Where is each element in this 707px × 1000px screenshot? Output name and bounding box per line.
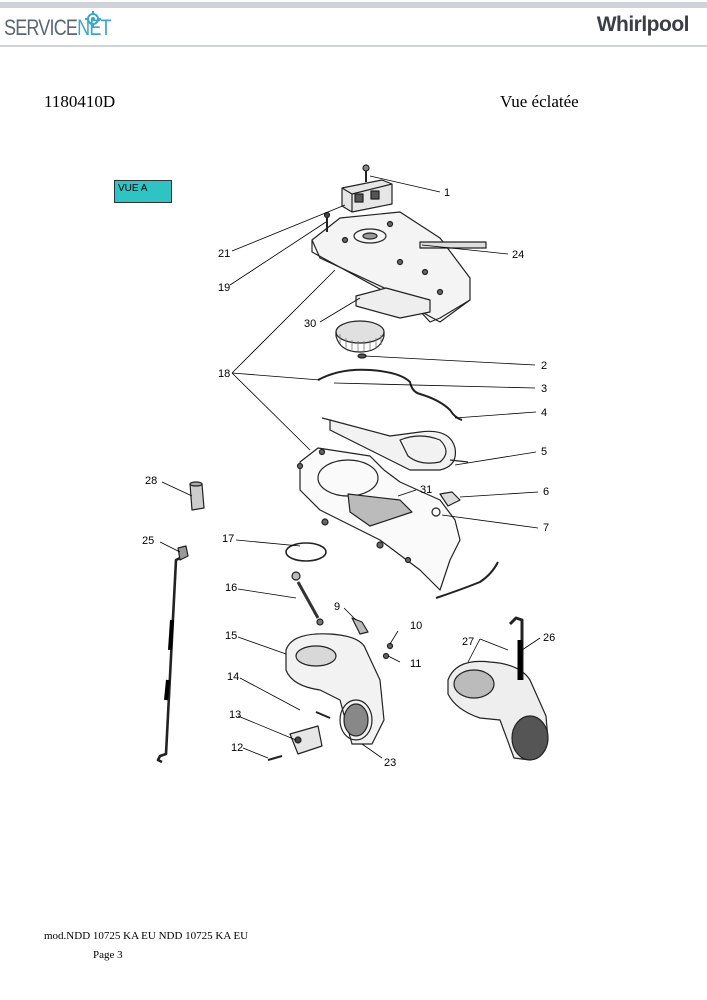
whirlpool-logo: Whirlpool: [596, 13, 690, 36]
footer-page-number: Page 3: [93, 949, 123, 961]
callout-10: 10: [410, 620, 422, 632]
callout-13: 13: [229, 709, 241, 721]
callout-18: 18: [218, 368, 230, 380]
document-title: Vue éclatée: [500, 92, 579, 111]
callout-6: 6: [543, 486, 549, 498]
callout-9: 9: [334, 601, 340, 613]
part-gasket-cord: [317, 368, 463, 421]
callout-14: 14: [227, 671, 239, 683]
callout-17: 17: [222, 533, 234, 545]
part-fan-wheel: [335, 320, 385, 359]
part-drain-rod-25: [156, 545, 189, 764]
gear-icon: [85, 11, 101, 27]
callout-26: 26: [543, 632, 555, 644]
callout-4: 4: [541, 407, 547, 419]
header-bottom-rule: [0, 45, 707, 47]
callout-2: 2: [541, 360, 547, 372]
callout-28: 28: [145, 475, 157, 487]
part-ring-17: [285, 542, 327, 562]
part-nut-11: [382, 652, 390, 660]
header-top-rule: [0, 2, 707, 8]
part-block-30: [355, 287, 431, 319]
callout-27: 27: [462, 636, 474, 648]
callout-24: 24: [512, 249, 524, 261]
callout-7: 7: [543, 522, 549, 534]
part-screw-10: [386, 642, 394, 650]
callout-11: 11: [410, 658, 421, 670]
part-axle-14: [315, 711, 331, 719]
part-clip-9: [351, 617, 369, 635]
header-bar: SERVICENET Whirlpool: [0, 0, 707, 48]
callout-5: 5: [541, 446, 547, 458]
part-bracket: [341, 164, 393, 213]
callout-25: 25: [142, 535, 154, 547]
part-heating-element: [321, 417, 469, 471]
part-rod-24: [419, 241, 487, 249]
part-assembled-unit: [447, 616, 549, 761]
callout-19: 19: [218, 282, 230, 294]
part-plate-13: [289, 725, 323, 755]
servicenet-logo-service: SERVICE: [4, 15, 78, 40]
callout-12: 12: [231, 742, 243, 754]
callout-15: 15: [225, 630, 237, 642]
document-id: 1180410D: [44, 92, 116, 111]
callout-30: 30: [304, 318, 316, 330]
callout-1: 1: [444, 187, 450, 199]
callout-3: 3: [541, 383, 547, 395]
part-spring-16: [291, 571, 324, 626]
part-cap-28: [189, 481, 205, 511]
footer-model-text: mod.NDD 10725 KA EU NDD 10725 KA EU: [44, 930, 249, 942]
part-connector-6: [431, 491, 461, 517]
callout-16: 16: [225, 582, 237, 594]
part-screw-12: [267, 755, 283, 761]
callout-labels: 1 21 24 19 30 2 18 3 4 5 28 31 6 7 25 17…: [142, 187, 555, 769]
part-lower-housing: [296, 447, 461, 591]
part-cable-tie: [435, 561, 499, 599]
callout-21: 21: [218, 248, 230, 260]
callout-leader-lines: [159, 175, 541, 759]
part-fan-housing-15: [285, 633, 385, 745]
callout-23: 23: [384, 757, 396, 769]
view-label-badge: VUE A: [114, 180, 172, 203]
callout-31: 31: [420, 484, 432, 496]
